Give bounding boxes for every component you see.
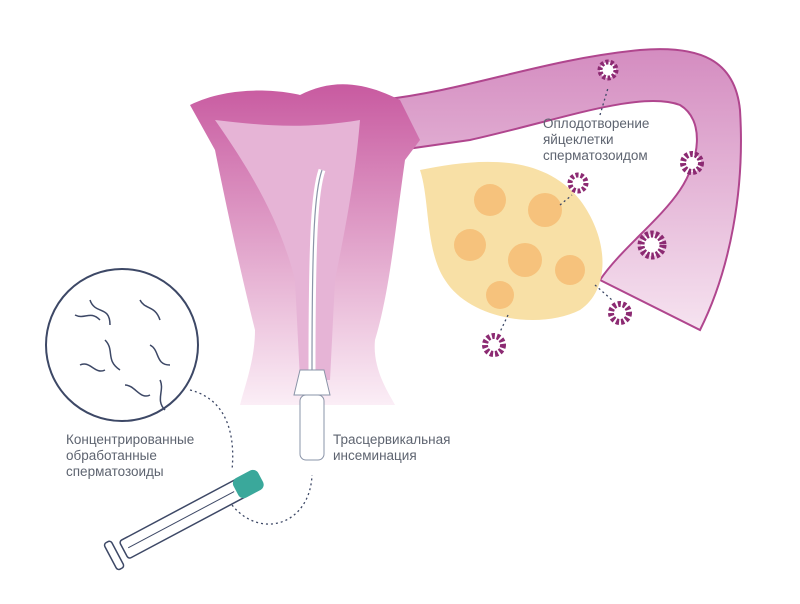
sperm-magnifier — [45, 268, 199, 422]
syringe — [103, 469, 264, 571]
label-line: обработанные — [66, 448, 157, 463]
fallopian-tube — [378, 48, 742, 332]
insemination-label: Трасцервикальная инсеминация — [333, 432, 450, 464]
catheter-hub — [293, 369, 331, 396]
label-line: инсеминация — [333, 448, 417, 463]
catheter-barrel — [299, 394, 325, 461]
sperm-label: Концентрированные обработанные сперматоз… — [66, 432, 194, 480]
label-line: Трасцервикальная — [333, 432, 451, 447]
fertilization-label: Оплодотворение яйцеклетки сперматозоидом — [543, 116, 649, 164]
label-line: Концентрированные — [66, 432, 195, 447]
label-line: яйцеклетки — [543, 132, 614, 147]
arrows — [189, 87, 613, 525]
label-line: сперматозоидом — [543, 148, 648, 163]
follicles — [454, 184, 585, 309]
label-line: Оплодотворение — [543, 116, 650, 131]
eggs — [482, 59, 704, 357]
uterine-cavity — [215, 120, 360, 380]
label-line: сперматозоиды — [66, 464, 164, 479]
sperm-cells — [74, 299, 171, 411]
